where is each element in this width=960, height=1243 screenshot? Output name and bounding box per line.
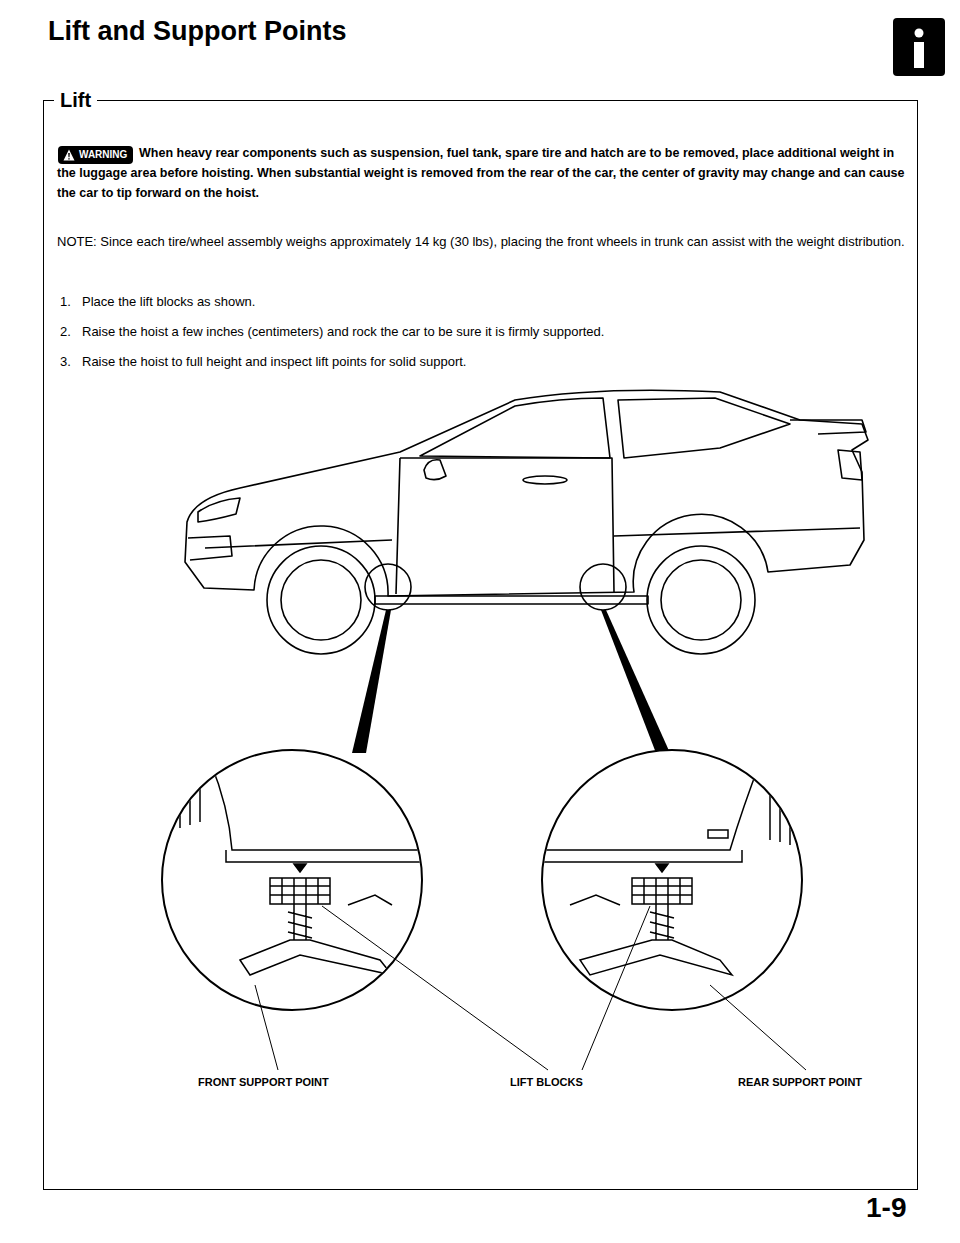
block-grid [632, 878, 692, 904]
rear-point-circle [580, 564, 626, 610]
icon-ground [893, 18, 945, 76]
step-text: Place the lift blocks as shown. [82, 292, 902, 312]
leader-line [582, 906, 650, 1070]
front-point-circle [365, 564, 411, 610]
part-label: REAR SUPPORT POINT [738, 1075, 862, 1089]
notch-mark [294, 864, 306, 872]
leader-lines [255, 906, 806, 1070]
spoiler [790, 420, 866, 434]
leader-line [255, 985, 278, 1070]
screw [288, 904, 312, 945]
warning-text: When heavy rear components such as suspe… [57, 143, 907, 203]
screw [650, 904, 674, 945]
wheel-arch-ribs [170, 770, 200, 830]
body-line [205, 528, 860, 548]
rear-pointer [601, 610, 670, 753]
sill [226, 850, 430, 862]
notch-mark [656, 864, 668, 872]
page-number: 1-9 [866, 1192, 906, 1224]
door [396, 458, 614, 594]
body-edge [205, 750, 430, 850]
sill [540, 850, 742, 862]
front-wheel [281, 560, 361, 640]
warning-triangle [63, 149, 75, 161]
arm-edge [570, 895, 620, 905]
front-bumper [188, 536, 232, 560]
car-side-view [185, 390, 868, 654]
step-number: 3. [60, 352, 71, 372]
step-text: Raise the hoist to full height and inspe… [82, 352, 902, 372]
part-label: FRONT SUPPORT POINT [198, 1075, 329, 1089]
leader-line [710, 985, 806, 1070]
info-icon [893, 18, 945, 76]
rear-window [618, 398, 790, 458]
part-label: LIFT BLOCKS [510, 1075, 583, 1089]
triangle-shape [64, 150, 75, 161]
warning-badge: WARNING [58, 146, 133, 164]
wheel-arch-ribs [770, 772, 800, 848]
lift-arm [580, 940, 732, 975]
section-heading: Lift [54, 88, 97, 112]
door-handle [523, 476, 567, 484]
sill-slot [708, 830, 728, 838]
inset-parts [170, 750, 430, 975]
warning-word: WARNING [79, 149, 127, 160]
inset-circle [162, 750, 422, 1010]
lift-arm [240, 940, 392, 975]
window [420, 398, 610, 458]
tail-light [838, 450, 862, 480]
triangle-mark [68, 153, 70, 160]
headlight [198, 498, 240, 522]
page-title: Lift and Support Points [48, 16, 346, 47]
step-number: 1. [60, 292, 71, 312]
icon-stem [914, 42, 924, 68]
step-number: 2. [60, 322, 71, 342]
rear-wheel [661, 560, 741, 640]
icon-dot [915, 29, 924, 38]
arm-edge [348, 895, 392, 905]
rear-tire [647, 546, 755, 654]
step-text: Raise the hoist a few inches (centimeter… [82, 322, 902, 342]
rear-detail-inset [540, 750, 802, 1010]
lift-block [270, 878, 330, 904]
support-point-markers [352, 564, 670, 753]
inset-parts [540, 750, 800, 975]
rocker [375, 596, 648, 604]
inset-circle [542, 750, 802, 1010]
front-tire [267, 546, 375, 654]
note-text: NOTE: Since each tire/wheel assembly wei… [57, 232, 907, 252]
block-grid [270, 878, 330, 904]
mirror [424, 460, 446, 480]
section-frame: WARNINGLift [43, 100, 918, 1190]
lift-block [632, 878, 692, 904]
front-pointer [352, 610, 391, 753]
body-edge [540, 750, 765, 850]
leader-line [322, 906, 548, 1070]
front-detail-inset [162, 750, 430, 1010]
